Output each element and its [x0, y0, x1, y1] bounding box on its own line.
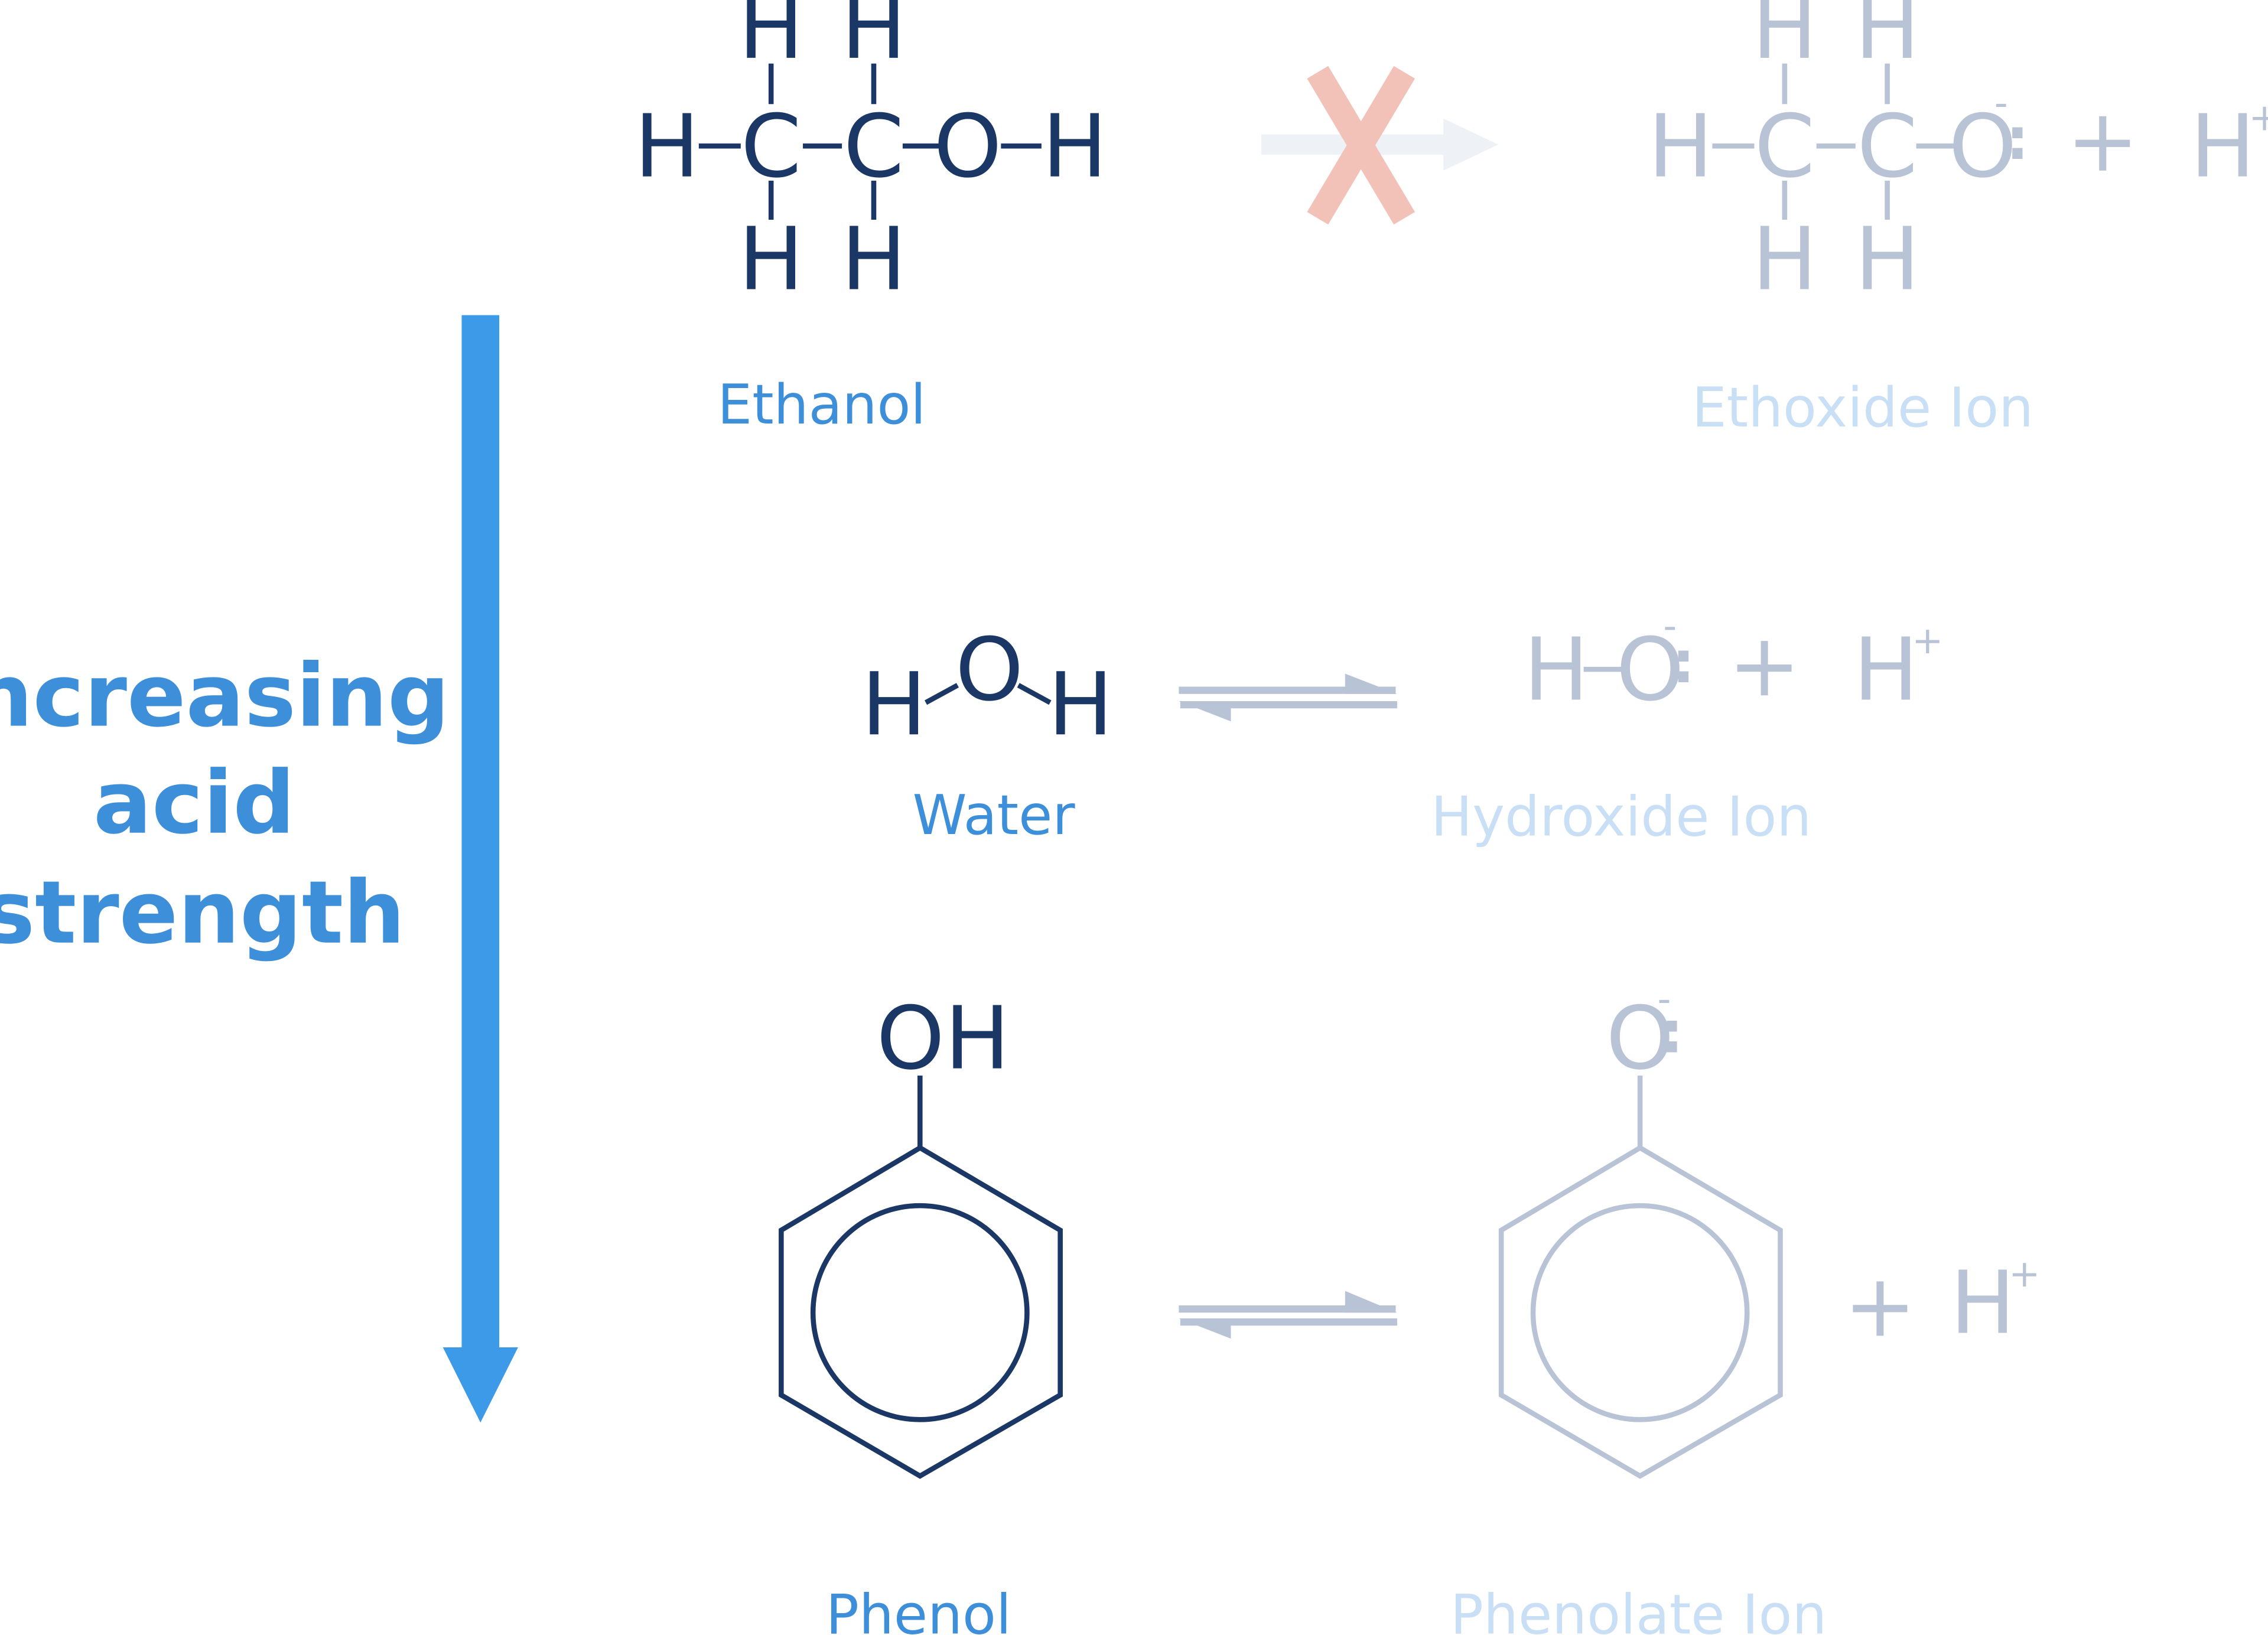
trend-label-line-3: strength [0, 862, 405, 963]
phenolate-charge: - [1657, 978, 1671, 1021]
ethoxide-o: O [1948, 96, 2017, 197]
hydroxide-proton: H [1853, 620, 1918, 721]
water-h-right: H [1048, 654, 1113, 755]
ethanol-h-top-1: H [738, 0, 803, 79]
ethanol-h-bottom-1: H [738, 209, 803, 310]
phenolate-proton-charge: + [2009, 1252, 2040, 1296]
hydroxide-lone-pair: : [1672, 629, 1695, 696]
blocked-arrow-icon [1261, 66, 1499, 225]
trend-label-line-1: Increasing [0, 646, 450, 747]
trend-label: Increasing acid strength [0, 646, 450, 963]
ethoxide-label: Ethoxide Ion [1692, 376, 2033, 439]
ethanol-h-top-2: H [841, 0, 906, 79]
down-arrow-icon [442, 1347, 518, 1423]
trend-label-line-2: acid [93, 753, 295, 854]
phenolate-structure: O : - + H + [1498, 978, 2040, 1479]
ethoxide-h-bottom-1: H [1752, 209, 1817, 310]
ethoxide-charge: - [1994, 82, 2008, 125]
ethoxide-c-1: C [1755, 96, 1815, 197]
hydroxide-charge: - [1663, 605, 1677, 649]
ethanol-c-1: C [741, 96, 802, 197]
equilibrium-arrows-icon [1179, 1291, 1397, 1339]
ethoxide-h-top-1: H [1752, 0, 1817, 79]
water-o: O [955, 620, 1024, 721]
ethanol-c-2: C [844, 96, 904, 197]
phenolate-o: O [1606, 988, 1674, 1089]
ethoxide-proton: H [2190, 96, 2255, 197]
ethanol-h-left: H [634, 96, 699, 197]
ethoxide-structure: H H H C C O : - H H + H + [1648, 0, 2268, 310]
hydroxide-o: O [1616, 620, 1684, 721]
phenol-ring [779, 1145, 1063, 1479]
phenolate-ring [1498, 1145, 1783, 1479]
ethanol-structure: H H H C C O H H H [634, 0, 1108, 310]
water-label: Water [913, 783, 1076, 847]
trend-arrow [442, 315, 518, 1423]
water-structure: H O H [861, 620, 1113, 755]
hydroxide-h: H [1524, 620, 1589, 721]
hydroxide-label: Hydroxide Ion [1431, 785, 1811, 849]
phenol-oh: OH [876, 988, 1010, 1089]
phenolate-proton: H [1950, 1252, 2015, 1353]
phenolate-lone-pair: : [1660, 999, 1683, 1067]
phenol-structure: OH [779, 988, 1063, 1479]
water-h-left: H [861, 654, 926, 755]
equilibrium-arrows-icon [1179, 673, 1397, 722]
ethoxide-h-left: H [1648, 96, 1713, 197]
phenolate-label: Phenolate Ion [1450, 1583, 1827, 1635]
hydroxide-proton-charge: + [1912, 619, 1943, 663]
ethoxide-c-2: C [1857, 96, 1918, 197]
phenol-label: Phenol [826, 1583, 1011, 1635]
phenolate-plus: + [1844, 1255, 1916, 1356]
ethanol-label: Ethanol [717, 373, 926, 437]
ethoxide-h-top-2: H [1854, 0, 1919, 79]
ethoxide-plus: + [2067, 90, 2139, 191]
ethanol-h-bottom-2: H [841, 209, 906, 310]
ethanol-h-right: H [1042, 96, 1107, 197]
ethoxide-proton-charge: + [2249, 96, 2268, 139]
ethoxide-h-bottom-2: H [1854, 209, 1919, 310]
ethanol-o: O [933, 96, 1002, 197]
ethoxide-lone-pair: : [2006, 106, 2029, 173]
hydroxide-structure: H O : - + H + [1524, 605, 1944, 721]
hydroxide-plus: + [1728, 615, 1801, 716]
